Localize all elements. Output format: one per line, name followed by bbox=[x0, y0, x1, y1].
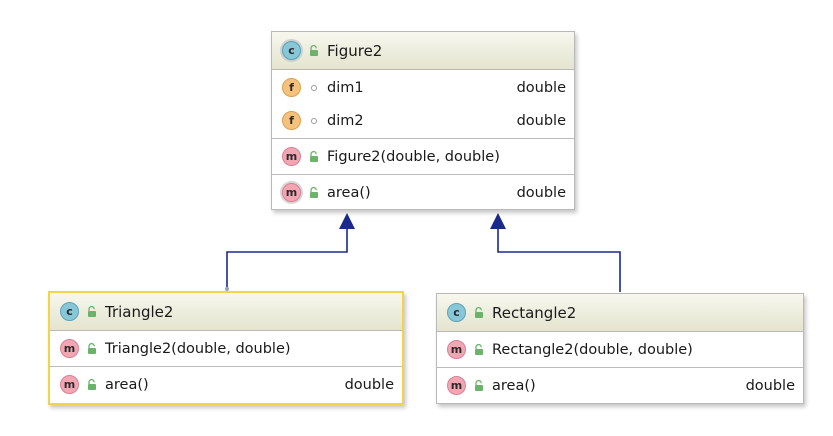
public-lock-icon bbox=[85, 378, 99, 392]
method-icon: m bbox=[60, 339, 79, 358]
constructor-signature: Triangle2(double, double) bbox=[105, 340, 291, 357]
field-icon: f bbox=[282, 78, 301, 97]
constructors-section: m Triangle2(double, double) bbox=[50, 331, 402, 367]
field-type: double bbox=[516, 79, 566, 96]
rectangle2-header[interactable]: c Rectangle2 bbox=[437, 294, 803, 332]
methods-section: m area() double bbox=[437, 368, 803, 403]
fields-section: f dim1 double f dim2 double bbox=[272, 70, 574, 139]
class-name: Figure2 bbox=[327, 41, 383, 60]
methods-section: m area() double bbox=[50, 367, 402, 402]
triangle2-header[interactable]: c Triangle2 bbox=[50, 293, 402, 331]
method-icon: m bbox=[60, 375, 79, 394]
constructor-row-figure2[interactable]: m Figure2(double, double) bbox=[272, 140, 574, 173]
class-name: Rectangle2 bbox=[492, 303, 577, 322]
methods-section: m area() double bbox=[272, 175, 574, 210]
public-lock-icon bbox=[307, 44, 321, 58]
rectangle2-class-box[interactable]: c Rectangle2 m Rectangle2(double, double… bbox=[436, 293, 804, 404]
figure2-class-box[interactable]: c Figure2 f dim1 double f dim2 double m bbox=[271, 31, 575, 210]
public-lock-icon bbox=[307, 186, 321, 200]
public-lock-icon bbox=[472, 379, 486, 393]
triangle2-extends-figure2-line[interactable] bbox=[226, 228, 348, 290]
package-private-icon bbox=[307, 81, 321, 95]
method-return-type: double bbox=[745, 377, 795, 394]
figure2-header[interactable]: c Figure2 bbox=[272, 32, 574, 70]
method-signature: area() bbox=[105, 376, 149, 393]
package-private-icon bbox=[307, 114, 321, 128]
public-lock-icon bbox=[85, 342, 99, 356]
field-name: dim2 bbox=[327, 112, 364, 129]
class-icon: c bbox=[60, 302, 79, 321]
class-name: Triangle2 bbox=[105, 302, 174, 321]
method-signature: area() bbox=[327, 184, 371, 201]
method-return-type: double bbox=[516, 184, 566, 201]
public-lock-icon bbox=[472, 306, 486, 320]
field-row-dim2[interactable]: f dim2 double bbox=[272, 104, 574, 137]
triangle2-connector-port bbox=[225, 287, 229, 291]
method-icon: m bbox=[447, 340, 466, 359]
constructor-row-triangle2[interactable]: m Triangle2(double, double) bbox=[50, 332, 402, 365]
method-icon: m bbox=[447, 376, 466, 395]
rectangle2-extends-figure2-arrowhead bbox=[490, 213, 506, 229]
method-row-area[interactable]: m area() double bbox=[50, 368, 402, 401]
field-icon: f bbox=[282, 111, 301, 130]
method-row-area[interactable]: m area() double bbox=[272, 176, 574, 209]
triangle2-class-box[interactable]: c Triangle2 m Triangle2(double, double) … bbox=[48, 291, 404, 405]
constructor-row-rectangle2[interactable]: m Rectangle2(double, double) bbox=[437, 333, 803, 366]
method-icon: m bbox=[282, 147, 301, 166]
public-lock-icon bbox=[472, 343, 486, 357]
field-type: double bbox=[516, 112, 566, 129]
abstract-method-icon: m bbox=[282, 183, 301, 202]
constructors-section: m Figure2(double, double) bbox=[272, 139, 574, 175]
rectangle2-extends-figure2-line[interactable] bbox=[497, 228, 621, 292]
constructor-signature: Figure2(double, double) bbox=[327, 148, 500, 165]
constructor-signature: Rectangle2(double, double) bbox=[492, 341, 693, 358]
triangle2-extends-figure2-arrowhead bbox=[339, 213, 355, 229]
method-return-type: double bbox=[344, 376, 394, 393]
constructors-section: m Rectangle2(double, double) bbox=[437, 332, 803, 368]
public-lock-icon bbox=[307, 150, 321, 164]
class-icon: c bbox=[282, 41, 301, 60]
public-lock-icon bbox=[85, 305, 99, 319]
method-row-area[interactable]: m area() double bbox=[437, 369, 803, 402]
method-signature: area() bbox=[492, 377, 536, 394]
class-icon: c bbox=[447, 303, 466, 322]
field-name: dim1 bbox=[327, 79, 364, 96]
field-row-dim1[interactable]: f dim1 double bbox=[272, 71, 574, 104]
